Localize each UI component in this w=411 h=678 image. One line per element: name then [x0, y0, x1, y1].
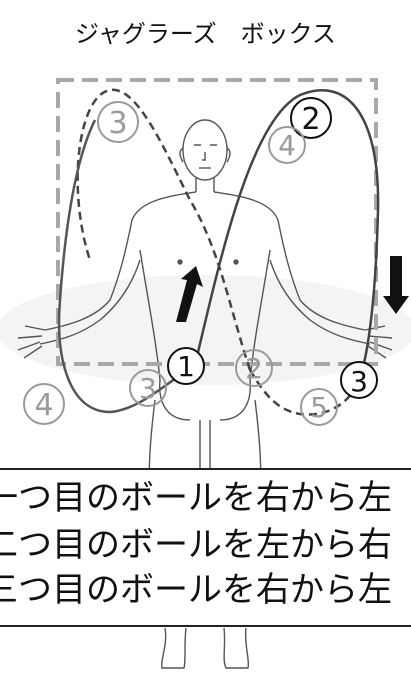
label-gray-5: 5	[301, 389, 337, 425]
label-dark-1: 1	[168, 348, 204, 384]
instruction-band: 一つ目のボールを右から左 二つ目のボールを左から右 三つ目のボールを右から左	[0, 468, 411, 627]
label-dark-3: 3	[341, 362, 377, 398]
svg-text:3: 3	[108, 106, 127, 141]
svg-text:5: 5	[310, 391, 328, 424]
instruction-line-2: 二つ目のボールを左から右	[0, 525, 392, 565]
instruction-line-1: 一つ目のボールを右から左	[0, 478, 392, 518]
svg-text:4: 4	[34, 388, 53, 423]
svg-text:1: 1	[177, 350, 195, 383]
figure-left-nipple	[178, 260, 182, 264]
svg-text:2: 2	[245, 352, 263, 385]
label-dark-2: 2	[291, 98, 331, 138]
figure-right-foot	[224, 628, 248, 668]
figure-right-nipple	[234, 260, 238, 264]
instruction-line-3: 三つ目のボールを右から左	[0, 570, 392, 610]
figure-head	[183, 120, 227, 180]
svg-text:3: 3	[139, 372, 157, 405]
label-gray-4-left: 4	[24, 384, 64, 424]
figure-left-foot	[162, 628, 186, 668]
svg-text:3: 3	[350, 365, 368, 398]
svg-text:4: 4	[278, 129, 296, 162]
label-gray-3-top: 3	[98, 102, 138, 142]
label-gray-4-top: 4	[269, 127, 305, 163]
svg-text:2: 2	[301, 102, 320, 137]
figure-nose	[202, 152, 205, 160]
